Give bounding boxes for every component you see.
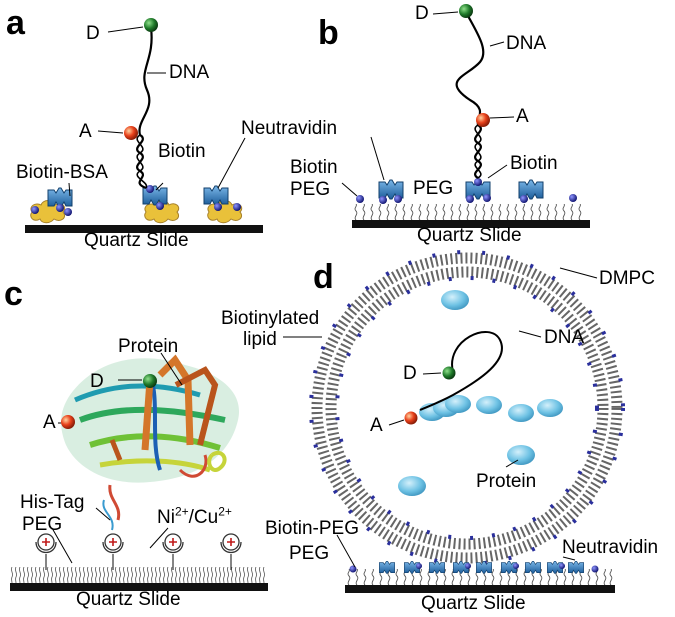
quartz-slide-d [345, 585, 615, 593]
panel-letter-b: b [318, 14, 339, 52]
acceptor-dye-d [404, 411, 418, 425]
label-donor-c: D [90, 371, 104, 392]
label-biotin-peg-line1-b: Biotin [290, 157, 338, 178]
quartz-slide-b [352, 220, 590, 228]
slide-label-b: Quartz Slide [417, 225, 522, 246]
label-biotin-a: Biotin [158, 141, 206, 162]
label-donor-d: D [403, 363, 417, 384]
dna-b [455, 11, 485, 179]
neutravidin-d [379, 560, 584, 574]
vesicle-outer-leaflet [311, 252, 623, 564]
panel-letter-d: d [313, 258, 334, 296]
label-peg-b: PEG [413, 178, 454, 199]
leader-lines-d [283, 267, 598, 568]
label-cu: /Cu [188, 507, 219, 528]
label-acceptor-c: A [43, 412, 56, 433]
dna-a [136, 27, 153, 190]
label-ni: Ni [157, 507, 175, 528]
acceptor-dye-b [476, 113, 490, 127]
label-biotin-peg-d: Biotin-PEG [265, 518, 359, 539]
vesicle-inner-leaflet [325, 266, 609, 550]
biotin-dots-d [349, 563, 599, 573]
quartz-slide-a [25, 225, 263, 233]
acceptor-dye-a [124, 126, 138, 140]
label-biotin-b: Biotin [510, 153, 558, 174]
label-histag-c: His-Tag [20, 492, 85, 513]
protein-blobs-d [398, 290, 563, 496]
label-peg-d: PEG [289, 543, 330, 564]
biotin-dots-a [31, 185, 241, 216]
panel-b [341, 4, 590, 228]
label-protein-d: Protein [476, 471, 537, 492]
peg-brush-c [11, 567, 265, 583]
panel-c [10, 352, 268, 591]
label-cu-charge: 2+ [218, 504, 232, 519]
label-acceptor-d: A [370, 415, 383, 436]
label-biotinylated-line2-d: lipid [243, 329, 277, 350]
label-acceptor-a: A [79, 121, 92, 142]
label-ions-c: Ni2+/Cu2+ [157, 504, 232, 528]
panel-a [25, 18, 263, 233]
label-ni-charge: 2+ [174, 504, 189, 519]
donor-dye-b [459, 4, 473, 18]
slide-label-d: Quartz Slide [421, 593, 526, 614]
label-peg-c: PEG [22, 514, 63, 535]
label-dna-b: DNA [506, 33, 547, 54]
label-biotinylated-line1-d: Biotinylated [221, 308, 320, 329]
protein-ribbon-c [61, 354, 240, 531]
label-biotin-peg-line2-b: PEG [290, 179, 331, 200]
slide-label-c: Quartz Slide [76, 589, 181, 610]
donor-dye-c [143, 374, 157, 388]
neutravidin-b [378, 179, 544, 200]
vesicle-outer-heads [309, 250, 625, 566]
vesicle-inner-heads [335, 276, 599, 540]
label-dna-d: DNA [544, 327, 585, 348]
donor-dye-d [442, 366, 456, 380]
label-dna-a: DNA [169, 62, 210, 83]
label-donor-b: D [415, 3, 429, 24]
peg-brush-b [354, 204, 582, 220]
vesicle-d [309, 250, 625, 566]
label-neutravidin-a: Neutravidin [241, 118, 338, 139]
neutravidin-a [47, 185, 229, 208]
quartz-slide-c [10, 583, 268, 591]
leader-lines-a [68, 26, 246, 197]
dna-d [419, 331, 503, 411]
panel-letter-a: a [6, 4, 25, 42]
slide-label-a: Quartz Slide [84, 230, 189, 251]
acceptor-dye-c [61, 415, 75, 429]
donor-dye-a [144, 18, 158, 32]
biotin-dots-b [356, 178, 577, 204]
label-donor-a: D [86, 23, 100, 44]
label-neutravidin-d: Neutravidin [562, 537, 659, 558]
leader-lines-c [51, 352, 183, 564]
panel-d [283, 250, 625, 593]
nta-linkers-c [35, 533, 242, 570]
label-biotin-bsa-a: Biotin-BSA [16, 162, 108, 183]
label-acceptor-b: A [516, 106, 529, 127]
label-protein-c: Protein [118, 336, 179, 357]
panel-letter-c: c [4, 275, 23, 313]
label-dmpc-d: DMPC [599, 268, 655, 289]
leader-lines-b [341, 11, 515, 197]
